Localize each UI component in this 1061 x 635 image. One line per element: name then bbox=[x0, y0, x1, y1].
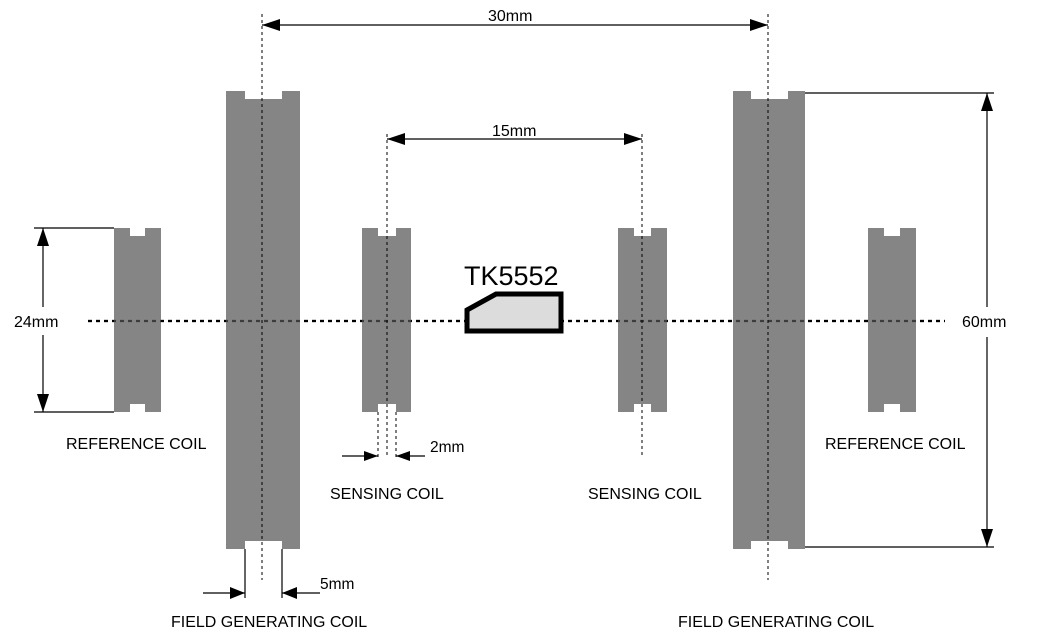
sensing-coil-left-label: SENSING COIL bbox=[330, 486, 444, 503]
dim-30mm-arrow-right bbox=[750, 19, 768, 31]
dim-30mm-label: 30mm bbox=[488, 8, 532, 25]
field-generating-coil-left bbox=[226, 91, 300, 549]
reference-coil-left-label: REFERENCE COIL bbox=[66, 436, 207, 453]
reference-coil-right-label: REFERENCE COIL bbox=[825, 436, 966, 453]
dim-2mm-arrow-left bbox=[364, 451, 378, 461]
field-coil-left-label: FIELD GENERATING COIL bbox=[171, 614, 367, 631]
dim-15mm-label: 15mm bbox=[492, 123, 536, 140]
dim-60mm-label: 60mm bbox=[962, 314, 1006, 331]
dim-2mm-label: 2mm bbox=[430, 439, 464, 456]
tk5552-label: TK5552 bbox=[464, 261, 559, 291]
dim-60mm-arrow-top bbox=[981, 93, 993, 111]
dim-5mm-label: 5mm bbox=[320, 576, 354, 593]
sensing-coil-right-label: SENSING COIL bbox=[588, 486, 702, 503]
dim-24mm-arrow-top bbox=[37, 228, 49, 246]
dim-5mm-arrow-right bbox=[282, 587, 297, 599]
dim-15mm-arrow-left bbox=[387, 133, 405, 145]
dim-60mm-arrow-bottom bbox=[981, 529, 993, 547]
dim-24mm-arrow-bottom bbox=[37, 394, 49, 412]
dim-2mm-arrow-right bbox=[396, 451, 410, 461]
tk5552-tag bbox=[464, 291, 564, 334]
field-coil-right-label: FIELD GENERATING COIL bbox=[678, 614, 874, 631]
dim-30mm-arrow-left bbox=[262, 19, 280, 31]
dim-15mm-arrow-right bbox=[624, 133, 642, 145]
dim-24mm-label: 24mm bbox=[14, 314, 58, 331]
dim-5mm-arrow-left bbox=[230, 587, 245, 599]
